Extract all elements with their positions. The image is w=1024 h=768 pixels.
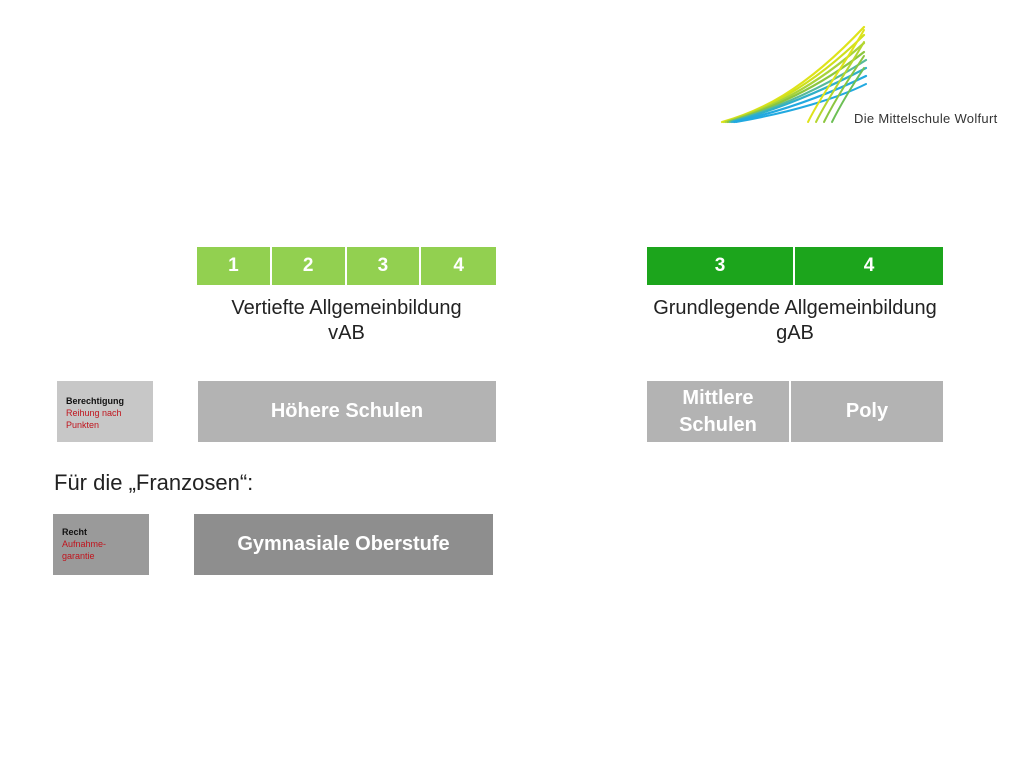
hoehere-schulen-box: Höhere Schulen (198, 381, 496, 442)
gab-grade-4: 4 (795, 247, 943, 285)
vab-grade-row: 1 2 3 4 (197, 247, 496, 285)
poly-box: Poly (791, 381, 943, 442)
gymnasiale-oberstufe-box: Gymnasiale Oberstufe (194, 514, 493, 575)
legend-recht-title: Recht (62, 527, 88, 537)
gab-grade-row: 3 4 (647, 247, 943, 285)
vab-grade-2: 2 (271, 247, 347, 285)
gab-label: Grundlegende Allgemeinbildung gAB (600, 296, 990, 346)
legend-recht-sub2: garantie (62, 551, 95, 561)
gab-label-line2: gAB (776, 322, 814, 344)
vab-label-line2: vAB (328, 322, 365, 344)
franzosen-heading: Für die „Franzosen“: (54, 470, 254, 495)
vab-grade-1: 1 (197, 247, 272, 285)
mittlere-schulen-line2: Schulen (679, 413, 757, 436)
vab-label: Vertiefte Allgemeinbildung vAB (197, 296, 496, 346)
legend-berechtigung: Berechtigung Reihung nach Punkten (57, 381, 153, 442)
vab-grade-3: 3 (346, 247, 422, 285)
legend-berechtigung-sub1: Reihung nach (66, 408, 122, 418)
mittlere-schulen-line1: Mittlere (682, 386, 754, 409)
mittlere-schulen-box: Mittlere Schulen (647, 381, 789, 442)
gab-grade-3: 3 (647, 247, 795, 285)
legend-berechtigung-sub2: Punkten (66, 420, 100, 430)
gab-label-line1: Grundlegende Allgemeinbildung (653, 297, 937, 319)
legend-recht-sub1: Aufnahme- (62, 539, 107, 549)
vab-label-line1: Vertiefte Allgemeinbildung (231, 297, 462, 319)
legend-recht: Recht Aufnahme- garantie (53, 514, 149, 575)
swoosh-lines-logo-icon (720, 25, 868, 124)
logo-school-name: Die Mittelschule Wolfurt (854, 111, 998, 126)
legend-berechtigung-title: Berechtigung (66, 396, 125, 406)
vab-grade-4: 4 (421, 247, 496, 285)
